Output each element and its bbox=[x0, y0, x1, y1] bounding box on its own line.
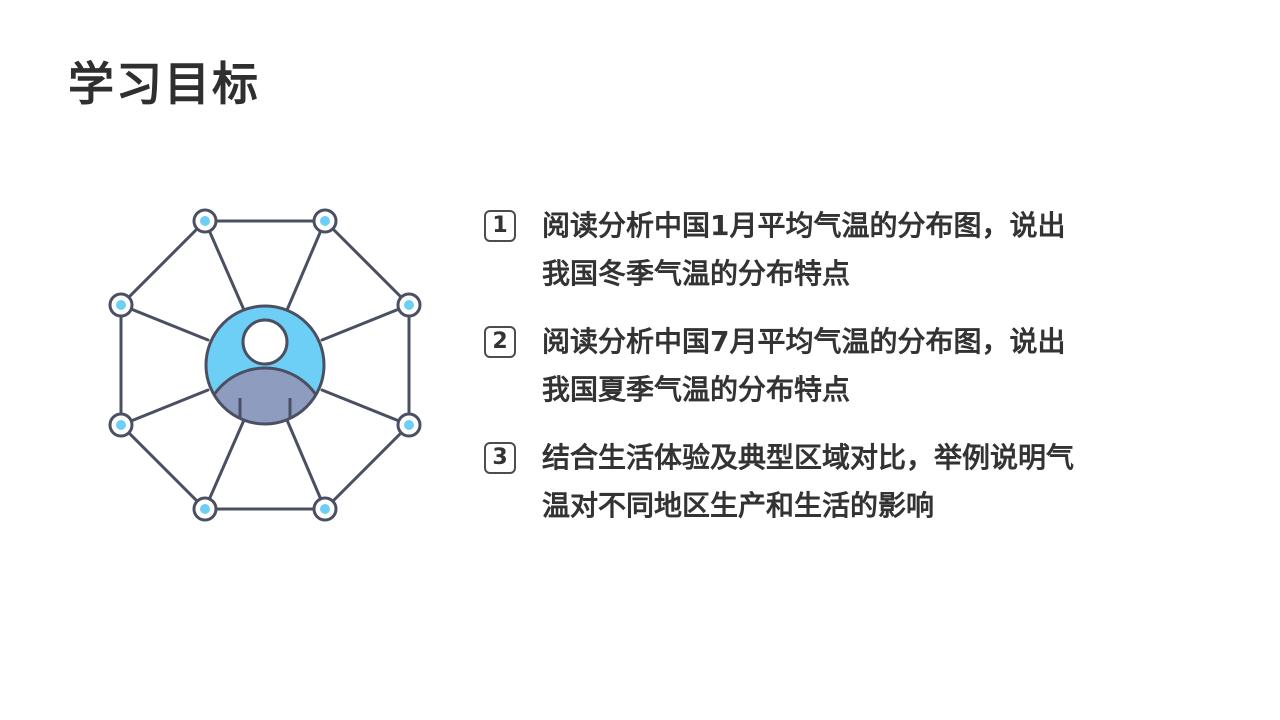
user-network-icon bbox=[108, 208, 422, 522]
objective-number-badge: 1 bbox=[484, 210, 516, 242]
node-icon bbox=[396, 292, 422, 318]
objective-text: 阅读分析中国1月平均气温的分布图，说出 我国冬季气温的分布特点 bbox=[542, 209, 1066, 290]
network-edges bbox=[119, 219, 411, 511]
objective-number-badge: 2 bbox=[484, 326, 516, 358]
objective-item: 3 结合生活体验及典型区域对比，举例说明气 温对不同地区生产和生活的影响 bbox=[484, 434, 1184, 530]
node-icon bbox=[312, 208, 338, 234]
node-icon bbox=[396, 412, 422, 438]
node-icon bbox=[192, 496, 218, 522]
node-icon bbox=[312, 496, 338, 522]
objective-text: 阅读分析中国7月平均气温的分布图，说出 我国夏季气温的分布特点 bbox=[542, 325, 1066, 406]
objective-item: 1 阅读分析中国1月平均气温的分布图，说出 我国冬季气温的分布特点 bbox=[484, 202, 1184, 298]
node-icon bbox=[192, 208, 218, 234]
objective-text: 结合生活体验及典型区域对比，举例说明气 温对不同地区生产和生活的影响 bbox=[542, 441, 1075, 522]
node-icon bbox=[108, 412, 134, 438]
node-icon bbox=[108, 292, 134, 318]
objectives-list: 1 阅读分析中国1月平均气温的分布图，说出 我国冬季气温的分布特点 2 阅读分析… bbox=[484, 202, 1184, 550]
objective-number-badge: 3 bbox=[484, 442, 516, 474]
network-nodes bbox=[108, 208, 422, 522]
page-title: 学习目标 bbox=[68, 57, 260, 111]
avatar bbox=[204, 304, 326, 426]
objective-item: 2 阅读分析中国7月平均气温的分布图，说出 我国夏季气温的分布特点 bbox=[484, 318, 1184, 414]
